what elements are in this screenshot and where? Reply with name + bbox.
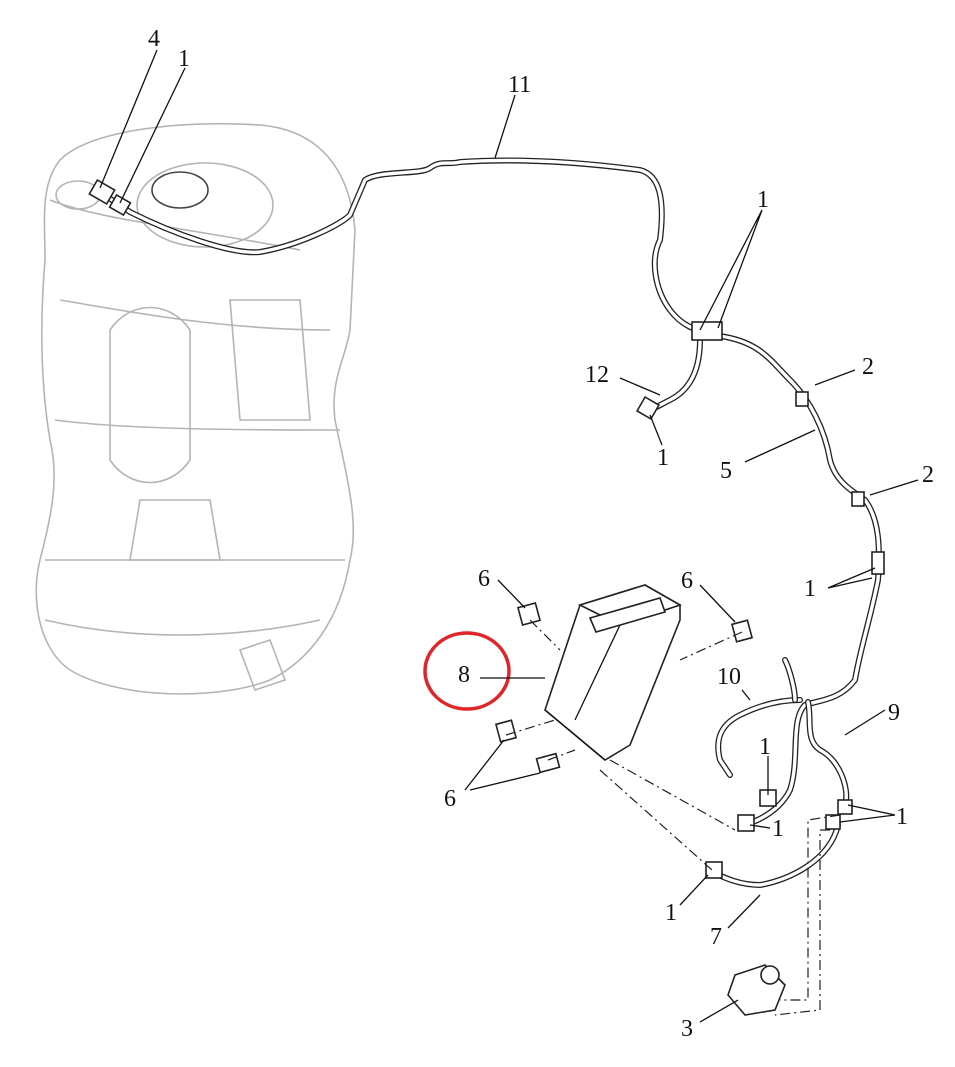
callout-1: 1 xyxy=(665,900,677,926)
callout-5: 5 xyxy=(720,458,732,484)
callout-1: 1 xyxy=(178,46,190,72)
callout-2: 2 xyxy=(922,462,934,488)
callout-11: 11 xyxy=(508,72,531,98)
callout-6: 6 xyxy=(681,568,693,594)
callout-labels: 4 1 11 1 12 1 2 5 2 1 6 6 8 10 9 1 1 1 6… xyxy=(148,26,934,1042)
pads-6 xyxy=(494,601,754,774)
assembly-lines xyxy=(505,619,841,1016)
callout-7: 7 xyxy=(710,924,722,950)
callout-1: 1 xyxy=(896,804,908,830)
purge-valve-3 xyxy=(727,964,786,1016)
connectors xyxy=(88,178,885,879)
callout-10: 10 xyxy=(717,664,741,690)
callout-3: 3 xyxy=(681,1016,693,1042)
hose-11 xyxy=(97,157,882,708)
callout-1: 1 xyxy=(804,576,816,602)
callout-1: 1 xyxy=(757,187,769,213)
highlight-circle xyxy=(423,631,511,711)
fuel-tank xyxy=(35,123,356,695)
leader-lines xyxy=(99,49,919,1023)
hose-12 xyxy=(635,337,703,421)
callout-8: 8 xyxy=(458,662,470,688)
callout-12: 12 xyxy=(585,362,609,388)
callout-6: 6 xyxy=(478,566,490,592)
charcoal-canister xyxy=(544,584,682,761)
callout-1: 1 xyxy=(772,816,784,842)
hose-9-10-7 xyxy=(709,657,850,888)
callout-1: 1 xyxy=(657,445,669,471)
callout-2: 2 xyxy=(862,354,874,380)
callout-4: 4 xyxy=(148,26,160,52)
callout-6: 6 xyxy=(444,786,456,812)
callout-1: 1 xyxy=(759,734,771,760)
callout-9: 9 xyxy=(888,700,900,726)
